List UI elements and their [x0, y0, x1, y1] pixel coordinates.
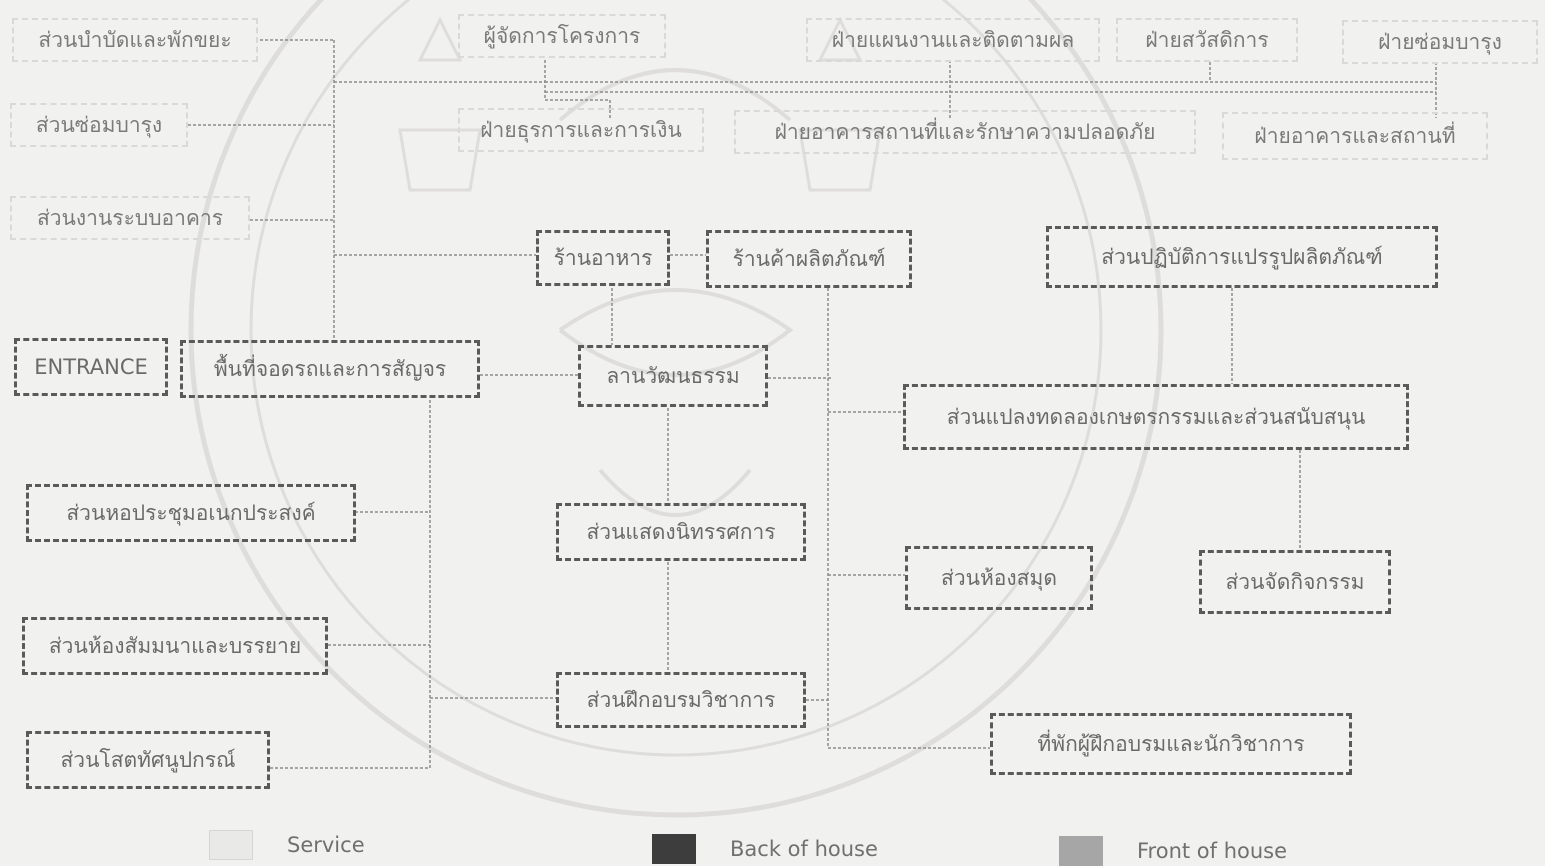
node-audiovisual: ส่วนโสตทัศนูปกรณ์ [26, 731, 270, 789]
node-exhibition: ส่วนแสดงนิทรรศการ [556, 503, 806, 561]
node-seminar: ส่วนห้องสัมมนาและบรรยาย [22, 617, 328, 675]
node-planning: ฝ่ายแผนงานและติดตามผล [806, 18, 1100, 62]
node-project-manager: ผู้จัดการโครงการ [458, 14, 666, 58]
node-cultural-plaza: ลานวัฒนธรรม [578, 345, 768, 407]
node-repair: ส่วนซ่อมบารุง [10, 103, 188, 147]
node-maintenance-division: ฝ่ายซ่อมบารุง [1342, 20, 1538, 64]
legend-service: Service [209, 830, 365, 860]
legend-back-label: Back of house [730, 837, 878, 861]
legend-back-of-house: Back of house [652, 834, 878, 864]
node-parking: พื้นที่จอดรถและการสัญจร [180, 340, 480, 398]
node-entrance: ENTRANCE [14, 338, 168, 396]
node-restaurant: ร้านอาหาร [536, 230, 670, 286]
legend-front-of-house: Front of house [1059, 836, 1287, 866]
node-academic-training: ส่วนฝึกอบรมวิชาการ [556, 672, 806, 728]
node-building-division: ฝ่ายอาคารและสถานที่ [1222, 112, 1488, 160]
node-activity: ส่วนจัดกิจกรรม [1199, 550, 1391, 614]
node-library: ส่วนห้องสมุด [905, 546, 1093, 610]
node-building-systems: ส่วนงานระบบอาคาร [10, 196, 250, 240]
node-agri-plots: ส่วนแปลงทดลองเกษตรกรรมและส่วนสนับสนุน [903, 384, 1409, 450]
node-processing: ส่วนปฏิบัติการแปรรูปผลิตภัณฑ์ [1046, 226, 1438, 288]
legend-back-swatch [652, 834, 696, 864]
node-building-security: ฝ่ายอาคารสถานที่และรักษาความปลอดภัย [734, 110, 1196, 154]
node-lodging: ที่พักผู้ฝึกอบรมและนักวิชาการ [990, 713, 1352, 775]
node-product-shop: ร้านค้าผลิตภัณฑ์ [706, 230, 912, 288]
legend-service-label: Service [287, 833, 365, 857]
node-waste: ส่วนบำบัดและพักขยะ [12, 18, 258, 62]
node-welfare: ฝ่ายสวัสดิการ [1116, 18, 1298, 62]
node-admin-finance: ฝ่ายธุรการและการเงิน [458, 108, 704, 152]
legend-front-label: Front of house [1137, 839, 1288, 863]
legend-front-swatch [1059, 836, 1103, 866]
node-multipurpose-hall: ส่วนหอประชุมอเนกประสงค์ [26, 484, 356, 542]
legend-service-swatch [209, 830, 253, 860]
